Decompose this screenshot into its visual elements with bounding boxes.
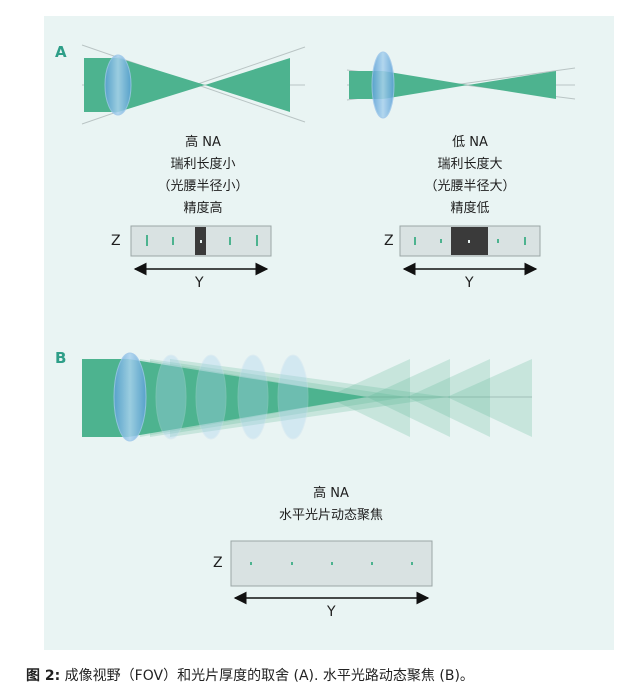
sample-point — [414, 237, 416, 245]
sample-point — [256, 235, 258, 246]
sample-point — [497, 239, 499, 243]
ghost-lens — [277, 354, 309, 440]
ghost-lens — [155, 354, 187, 440]
sample-point — [524, 237, 526, 245]
ghost-lens — [195, 354, 227, 440]
panel-b-label: B — [55, 349, 67, 367]
caption-prefix: 图 2: — [26, 668, 61, 684]
lens — [371, 51, 395, 119]
high-na-sheet-box — [130, 225, 272, 276]
high-na-beam-diagram — [81, 44, 306, 125]
sample-point — [229, 237, 231, 245]
figure-caption: 图 2: 成像视野（FOV）和光片厚度的取舍 (A). 水平光路动态聚焦 (B)… — [26, 665, 474, 685]
dynamic-y-label: Y — [327, 604, 336, 620]
sample-point — [200, 240, 202, 243]
sample-point — [468, 240, 470, 243]
ghost-beam — [407, 359, 490, 437]
high-na-title: 高 NA — [185, 135, 221, 150]
low-na-y-label: Y — [465, 275, 474, 291]
sample-point — [172, 237, 174, 245]
sample-point — [411, 562, 413, 565]
ghost-beam — [367, 359, 450, 437]
sample-point — [146, 235, 148, 246]
sample-point — [331, 562, 333, 565]
low-na-beam-diagram — [346, 51, 576, 119]
dynamic-sheet-box — [230, 540, 433, 605]
low-na-rayleigh: 瑞利长度大 — [437, 157, 503, 172]
sample-point — [371, 562, 373, 565]
low-na-z-label: Z — [384, 233, 394, 249]
diverging-beam — [468, 71, 556, 99]
low-na-title: 低 NA — [452, 135, 488, 150]
caption-text: 成像视野（FOV）和光片厚度的取舍 (A). 水平光路动态聚焦 (B)。 — [60, 668, 474, 684]
low-na-precision: 精度低 — [450, 201, 490, 216]
converging-beam — [82, 359, 367, 437]
high-na-precision: 精度高 — [183, 201, 223, 216]
high-na-z-label: Z — [111, 233, 121, 249]
high-na-rayleigh: 瑞利长度小 — [170, 157, 236, 172]
ghost-beam — [447, 359, 532, 437]
dynamic-z-label: Z — [213, 555, 223, 571]
ghost-beam — [327, 359, 410, 437]
sample-point — [440, 239, 442, 243]
dynamic-title: 高 NA — [313, 486, 349, 501]
low-na-waist: （光腰半径大） — [424, 179, 516, 194]
low-na-sheet-box — [399, 225, 541, 276]
high-na-y-label: Y — [195, 275, 204, 291]
dynamic-subtitle: 水平光片动态聚焦 — [278, 508, 383, 523]
ghost-lens — [237, 354, 269, 440]
converging-beam — [349, 71, 468, 99]
lens — [113, 352, 147, 442]
lens — [104, 54, 132, 116]
high-na-waist: （光腰半径小） — [157, 179, 249, 194]
dynamic-focus-diagram — [82, 352, 532, 442]
sample-point — [250, 562, 252, 565]
sample-point — [291, 562, 293, 565]
panel-a-label: A — [55, 43, 67, 61]
diverging-beam — [205, 58, 290, 112]
